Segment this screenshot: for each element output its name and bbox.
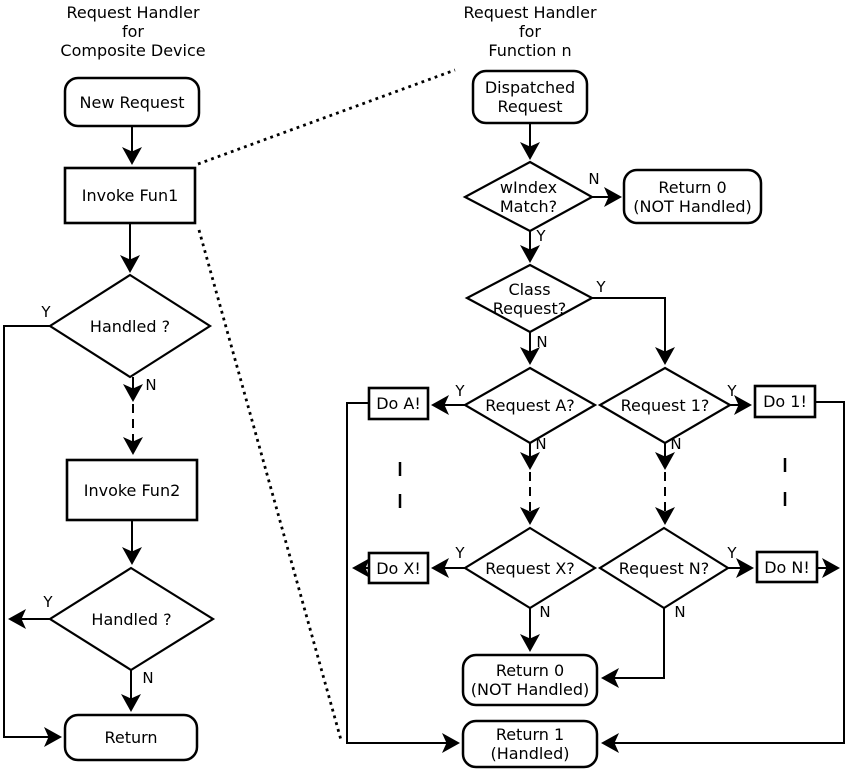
handled1-no-label: N [145,376,157,394]
dispatched-request-terminal-shape [471,69,589,125]
request-1-no-label: N [670,435,682,453]
left-flowchart-shapes [47,76,216,762]
handled1-decision-shape [47,273,213,379]
do-n-process-shape [755,550,819,584]
request-n-yes-label: Y [727,544,737,562]
do-x-process-shape [367,551,430,585]
invoke-fun1-process-shape [63,166,197,225]
class-request-decision-shape [464,263,595,334]
edge-request-n-no-to-return0 [601,608,665,688]
handled1-yes-label: Y [41,303,51,321]
zoom-link-top-line [197,68,456,166]
handled2-decision-shape [47,566,216,672]
request-a-decision-shape [462,366,598,445]
return-terminal-shape [63,713,199,762]
request-n-decision-shape [597,526,731,610]
windex-match-decision-shape [462,160,595,233]
handled2-no-label: N [142,669,154,687]
return1-terminal-shape [461,719,599,769]
request-x-decision-shape [462,526,598,610]
edge-handled1-yes-to-return [3,325,62,747]
new-request-terminal-shape [63,76,201,128]
left-flowchart-title: Request Handler for Composite Device [60,3,206,60]
do-1-process-shape [753,384,817,419]
handled2-yes-label: Y [43,593,53,611]
request-n-no-label: N [674,603,686,621]
invoke-fun2-process-shape [65,458,199,522]
right-flowchart-shapes [367,69,819,769]
return0-top-terminal-shape [622,168,763,225]
edge-do-a-to-return1 [346,402,460,753]
class-yes-label: Y [596,278,606,296]
windex-yes-label: Y [536,227,546,245]
edge-class-yes-to-request1 [592,297,675,365]
zoom-link-bottom-line [197,229,343,741]
right-flowchart-title: Request Handler for Function n [463,3,597,60]
left-flowchart-edges [3,126,143,747]
right-flowchart-edges [346,123,845,753]
zoom-link-lines [197,68,456,741]
do-a-process-shape [367,386,430,421]
request-1-yes-label: Y [727,382,737,400]
request-a-no-label: N [535,435,547,453]
class-no-label: N [536,333,548,351]
request-1-decision-shape [597,366,733,445]
edge-do1-to-return1 [601,401,845,753]
request-a-yes-label: Y [455,382,465,400]
windex-no-label: N [588,170,600,188]
return0-bottom-terminal-shape [461,653,599,707]
request-x-no-label: N [539,603,551,621]
request-x-yes-label: Y [455,544,465,562]
